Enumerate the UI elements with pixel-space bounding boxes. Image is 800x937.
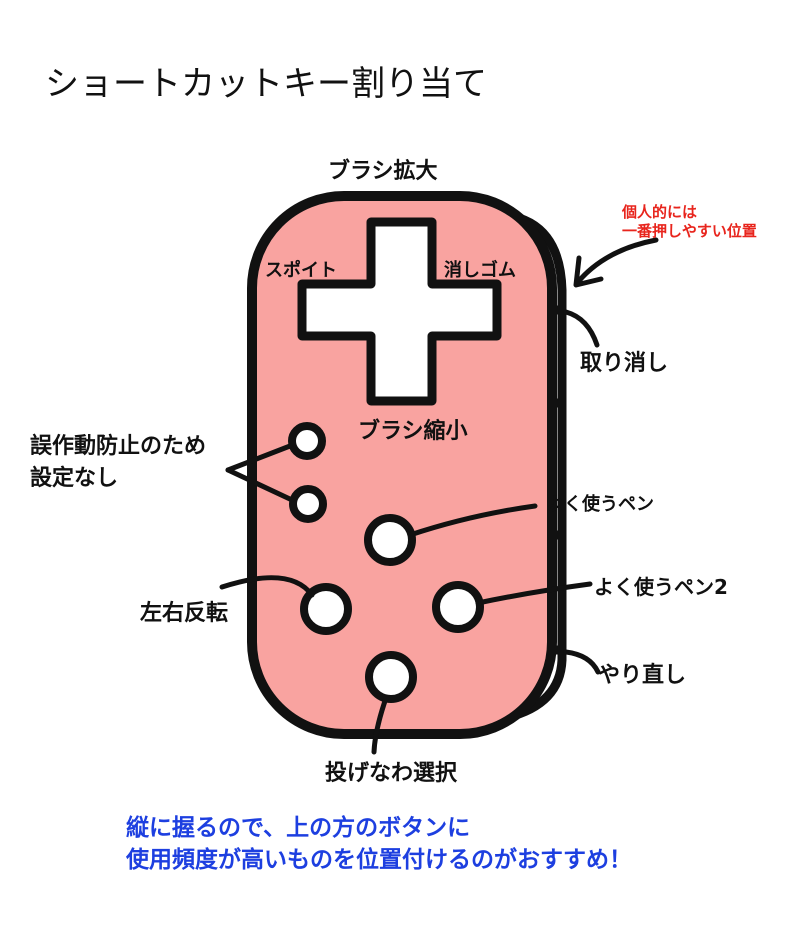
page-title: ショートカットキー割り当て	[45, 64, 487, 104]
leader-pen-favorite-1	[407, 503, 538, 538]
arrow-head-icon	[573, 255, 604, 288]
leader-undo	[563, 309, 600, 348]
label-lasso: 投げなわ選択	[325, 761, 458, 786]
note-line1: 個人的には	[621, 203, 697, 221]
label-undo: 取り消し	[580, 351, 668, 376]
label-no-setting-line2: 設定なし	[30, 465, 118, 491]
button-pen-favorite-2	[432, 581, 484, 633]
label-redo: やり直し	[598, 662, 686, 688]
leader-flip	[219, 575, 315, 598]
footer-line2: 使用頻度が高いものを位置付けるのがおすすめ！	[125, 846, 632, 873]
d-pad	[297, 217, 502, 406]
label-flip: 左右反転	[140, 600, 228, 626]
label-pen-favorite-2: よく使うペン2	[594, 575, 728, 599]
leader-no-setting-top	[225, 443, 293, 473]
footer-line1: 縦に握るので、上の方のボタンに	[126, 814, 470, 841]
button-small-top	[288, 422, 326, 460]
label-no-setting-line1: 誤作動防止のため	[30, 433, 206, 459]
label-eraser: 消しゴム	[444, 259, 516, 281]
shoulder-button-lower	[552, 530, 567, 655]
shoulder-button-upper	[552, 305, 567, 408]
note-line2: 一番押しやすい位置	[622, 222, 757, 240]
leader-no-setting-bottom	[225, 467, 295, 503]
button-pen-favorite-1	[364, 514, 416, 566]
label-brush-down: ブラシ縮小	[358, 418, 468, 444]
label-brush-up: ブラシ拡大	[328, 158, 438, 184]
leader-lasso	[371, 695, 389, 755]
button-small-bottom	[289, 485, 327, 523]
leader-redo	[563, 649, 601, 675]
label-eyedropper: スポイト	[265, 259, 337, 281]
label-pen-favorite-1: よく使うペン	[546, 494, 654, 515]
leader-pen-favorite-2	[475, 581, 593, 606]
button-flip	[300, 583, 352, 635]
arrow-icon	[575, 237, 659, 285]
button-lasso	[365, 651, 417, 703]
